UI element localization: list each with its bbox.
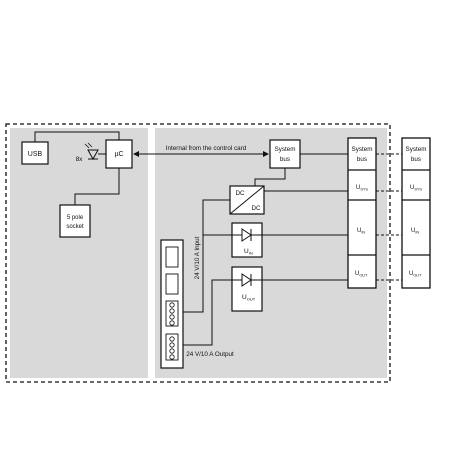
uin-diode-icon	[232, 228, 262, 242]
output-label: 24 V/10 A Output	[186, 351, 234, 358]
input-feed-wire	[183, 199, 230, 313]
dcdc-top-label: DC	[235, 190, 245, 197]
rail-uout-label: UOUT	[355, 271, 368, 278]
rail-uin-label: UIN	[357, 228, 365, 235]
usb-label: USB	[28, 151, 43, 158]
rail-column-next	[401, 137, 431, 289]
socket-label-1: 5 pole	[67, 215, 84, 221]
dcdc-bottom-label: DC	[251, 205, 261, 212]
uin-block	[231, 222, 263, 258]
rail-column-module	[347, 137, 377, 289]
terminal-slot-1	[165, 246, 179, 268]
input-label: 24 V/10 A Input	[194, 236, 201, 279]
socket-label-2: socket	[66, 224, 84, 230]
far-bus-label-2: bus	[411, 156, 421, 163]
terminal-slot-2	[165, 273, 179, 295]
led-count-label: 8x	[76, 156, 84, 163]
led-icon	[84, 142, 106, 161]
socket-uc-wire	[74, 168, 120, 205]
socket-block	[59, 204, 91, 238]
far-bus-label-1: System	[406, 146, 427, 153]
system-bus-supply-wire	[254, 168, 286, 186]
internal-label: Internal from the control card	[166, 145, 247, 152]
output-feed-wire	[183, 279, 232, 346]
terminal-strip	[160, 239, 184, 369]
terminal-screws-lower	[165, 333, 179, 361]
uout-block	[231, 266, 263, 312]
far-uout-label: UOUT	[409, 271, 422, 278]
left-panel	[10, 128, 148, 378]
rail-bus-label-1: System	[352, 146, 373, 153]
module-border	[5, 123, 391, 383]
rail-usys-label: USYS	[356, 185, 368, 192]
uin-label: UIN	[244, 248, 253, 256]
terminal-screws-upper	[165, 300, 179, 327]
uout-label: UOUT	[242, 294, 256, 302]
system-bus-label-1: System	[275, 146, 296, 153]
far-usys-label: USYS	[410, 185, 422, 192]
dcdc-divider	[229, 185, 265, 215]
usb-uc-wire	[34, 131, 120, 142]
uout-diode-icon	[232, 273, 262, 287]
far-uin-label: UIN	[411, 228, 419, 235]
system-bus-label-2: bus	[280, 156, 290, 163]
rail-bus-label-2: bus	[357, 156, 367, 163]
uc-label: µC	[114, 151, 123, 158]
system-bus-block	[269, 139, 301, 169]
